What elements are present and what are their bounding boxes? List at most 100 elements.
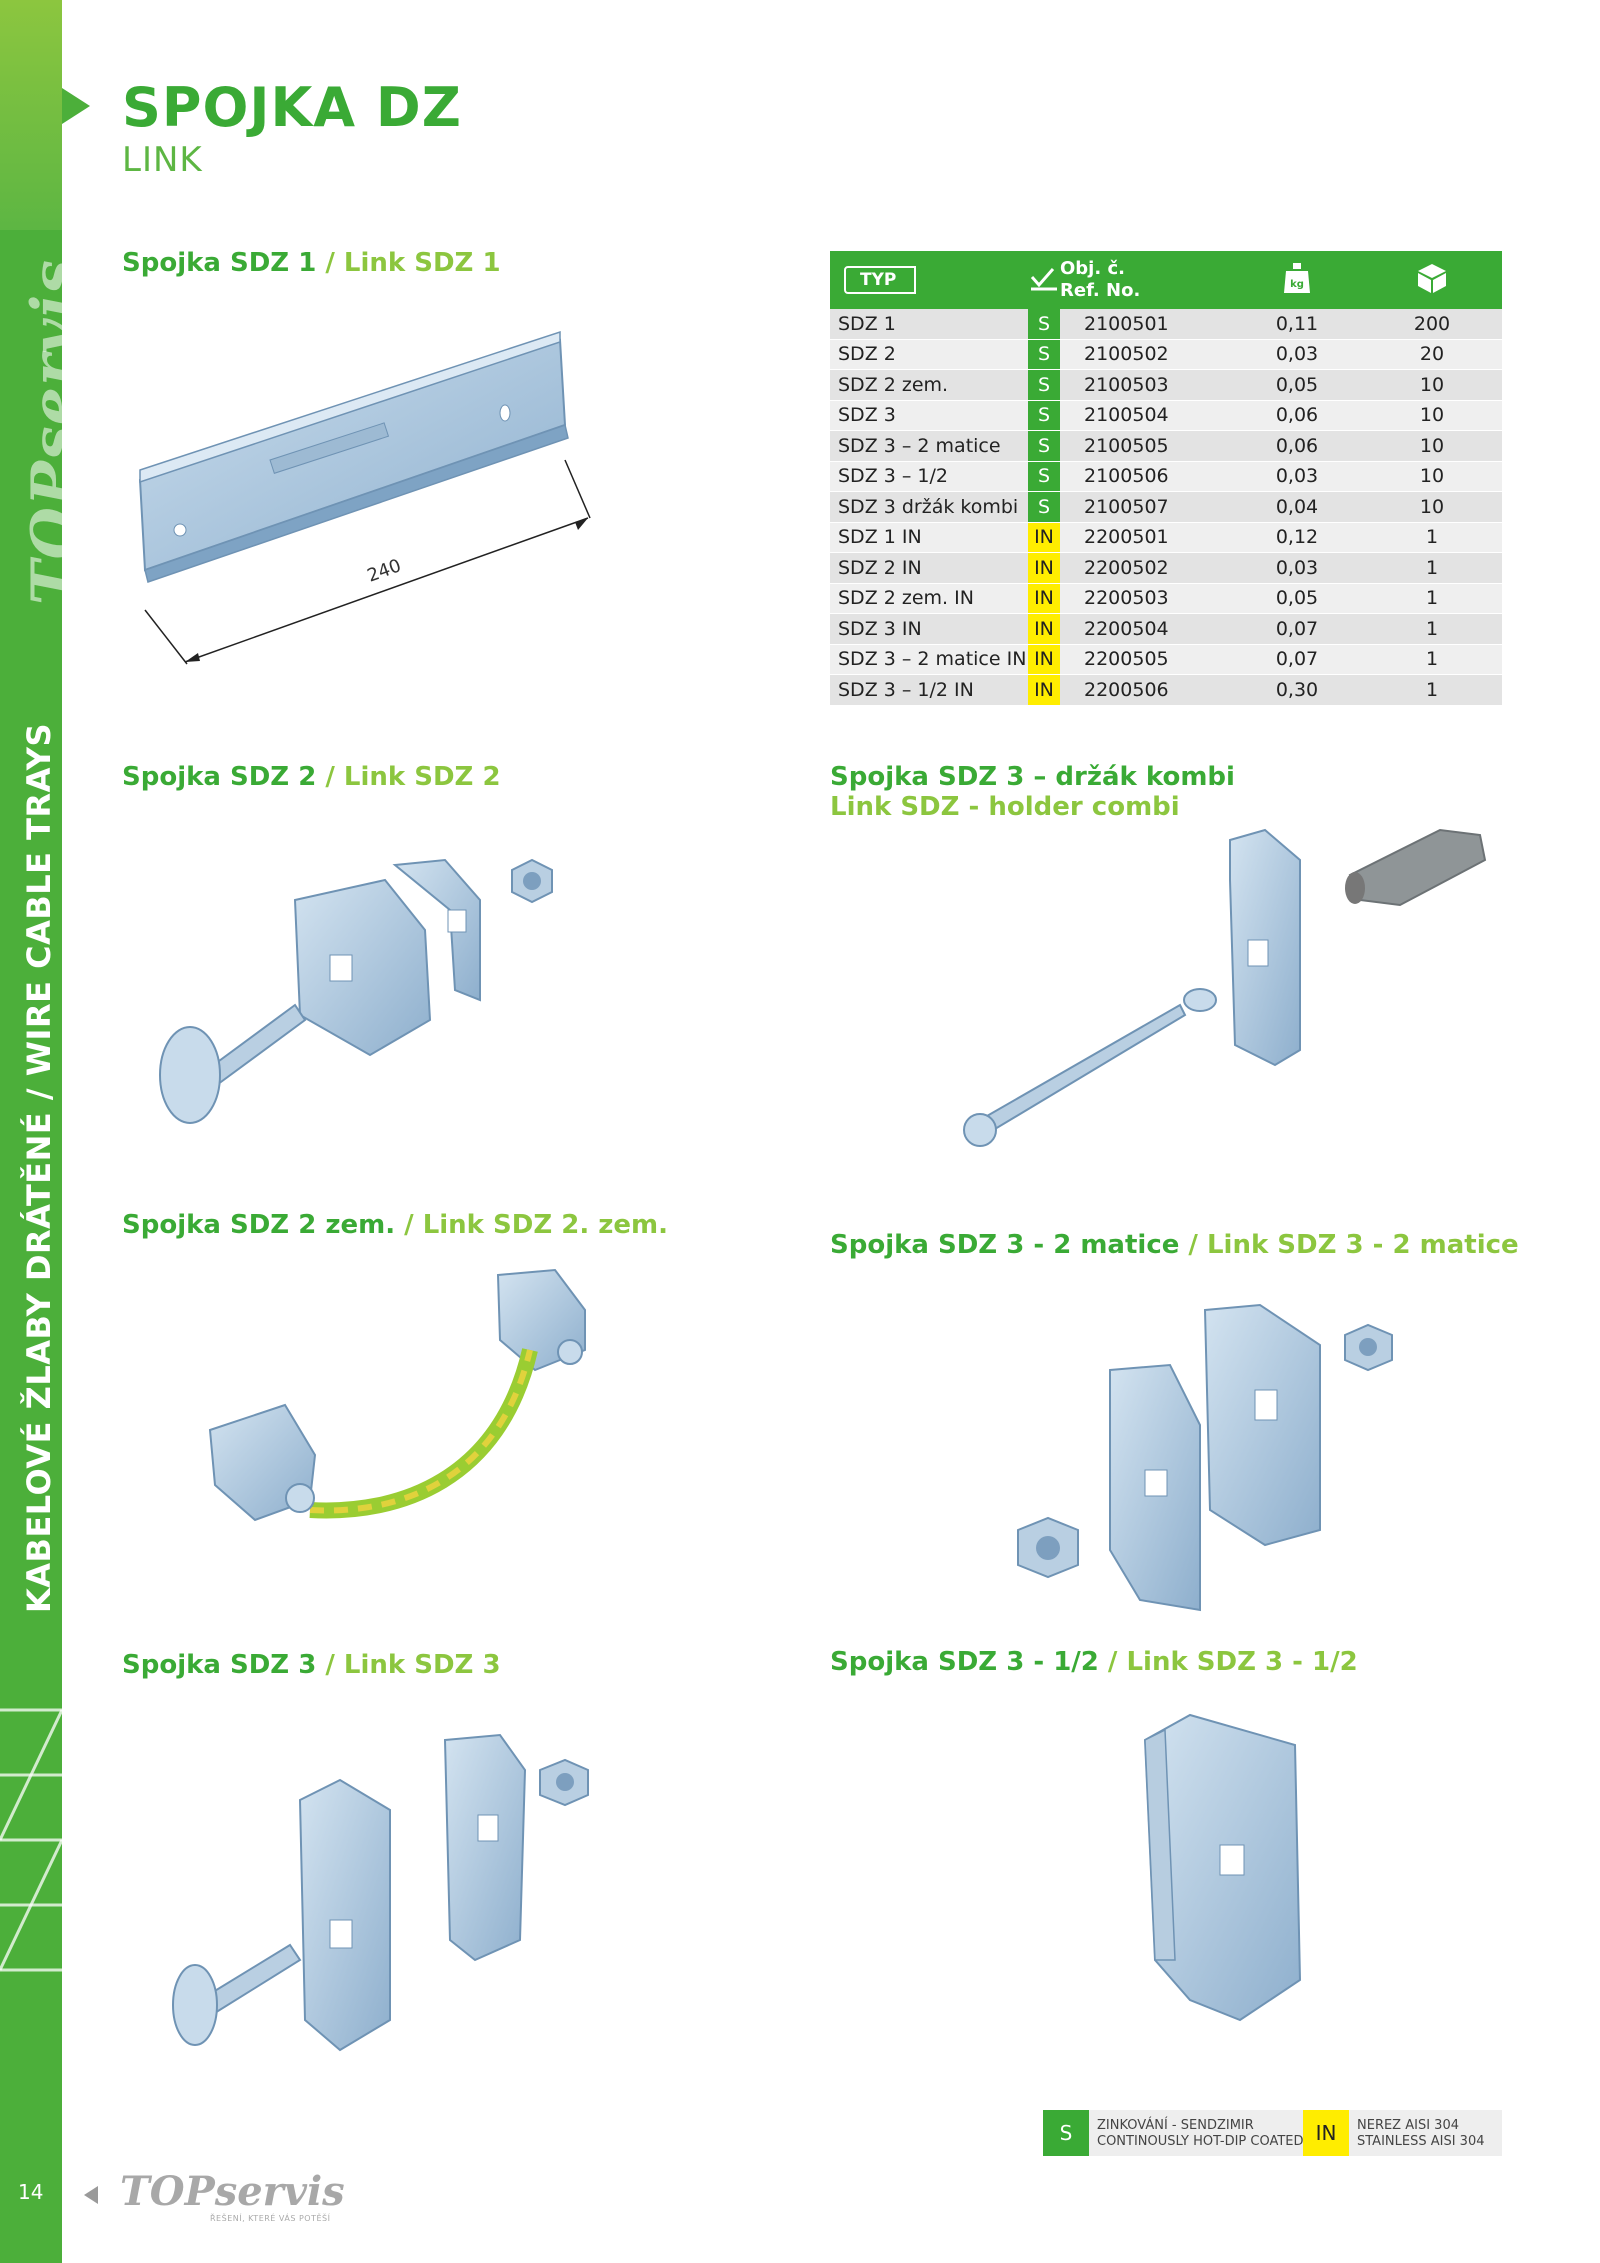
heading-cz: Spojka SDZ 3 – držák kombi — [830, 762, 1235, 792]
legend-s-text: ZINKOVÁNÍ - SENDZIMIR CONTINOUSLY HOT-DI… — [1097, 2118, 1304, 2150]
cell-weight: 0,06 — [1232, 430, 1362, 462]
sdz2-link-image — [159, 858, 553, 1124]
heading-cz: Spojka SDZ 3 - 1/2 — [830, 1647, 1099, 1677]
cell-name: SDZ 3 – 1/2 IN — [830, 674, 1028, 706]
cell-finish: S — [1028, 491, 1060, 523]
legend-in-line2: STAINLESS AISI 304 — [1357, 2134, 1485, 2149]
legend-s-line1: ZINKOVÁNÍ - SENDZIMIR — [1097, 2118, 1254, 2133]
cell-ref: 2100502 — [1060, 339, 1232, 370]
cell-ref: 2100503 — [1060, 369, 1232, 401]
cell-pieces: 1 — [1362, 552, 1502, 584]
footer-slogan: ŘEŠENÍ, KTERÉ VÁS POTĚŠÍ — [210, 2214, 331, 2223]
cell-weight: 0,04 — [1232, 491, 1362, 523]
dimension-label: 240 — [365, 555, 404, 586]
cell-pieces: 10 — [1362, 369, 1502, 401]
cell-finish: IN — [1028, 613, 1060, 645]
cell-weight: 0,03 — [1232, 339, 1362, 370]
cell-weight: 0,12 — [1232, 522, 1362, 553]
cell-ref: 2200505 — [1060, 644, 1232, 675]
page-title: SPOJKA DZ — [122, 76, 462, 139]
package-box-icon — [1418, 263, 1446, 293]
cell-name: SDZ 2 — [830, 339, 1028, 370]
side-band — [0, 0, 62, 2263]
cell-ref: 2200506 — [1060, 674, 1232, 706]
legend-in-text: NEREZ AISI 304 STAINLESS AISI 304 — [1357, 2118, 1485, 2150]
sdz2-zem-image — [208, 1268, 586, 1522]
cell-finish: IN — [1028, 644, 1060, 675]
cell-name: SDZ 2 zem. — [830, 369, 1028, 401]
cell-name: SDZ 2 IN — [830, 552, 1028, 584]
cell-name: SDZ 3 – 1/2 — [830, 461, 1028, 492]
cell-finish: S — [1028, 369, 1060, 401]
section-heading-sdz3: Spojka SDZ 3 / Link SDZ 3 — [122, 1650, 501, 1680]
cell-weight: 0,07 — [1232, 644, 1362, 675]
cell-weight: 0,03 — [1232, 552, 1362, 584]
cell-weight: 0,05 — [1232, 583, 1362, 614]
cell-weight: 0,03 — [1232, 461, 1362, 492]
section-heading-sdz3-2matice: Spojka SDZ 3 - 2 matice / Link SDZ 3 - 2… — [830, 1230, 1519, 1260]
sdz3-link-image — [172, 1733, 589, 2052]
cell-pieces: 20 — [1362, 339, 1502, 370]
cell-ref: 2200501 — [1060, 522, 1232, 553]
cell-name: SDZ 3 – 2 matice — [830, 430, 1028, 462]
ref-head-en: Ref. No. — [1060, 280, 1141, 301]
cell-finish: IN — [1028, 583, 1060, 614]
cell-finish: IN — [1028, 552, 1060, 584]
cell-name: SDZ 3 — [830, 400, 1028, 431]
cell-finish: IN — [1028, 674, 1060, 706]
heading-en: / Link SDZ 2. zem. — [395, 1210, 668, 1240]
cell-weight: 0,30 — [1232, 674, 1362, 706]
ref-head-cz: Obj. č. — [1060, 258, 1125, 279]
section-heading-sdz2-zem: Spojka SDZ 2 zem. / Link SDZ 2. zem. — [122, 1210, 668, 1240]
footer-logo: TOPservis — [120, 2168, 345, 2215]
cell-name: SDZ 1 IN — [830, 522, 1028, 553]
col-typ: TYP — [830, 251, 1028, 309]
cell-finish: S — [1028, 400, 1060, 431]
cell-name: SDZ 3 – 2 matice IN — [830, 644, 1028, 675]
cell-pieces: 200 — [1362, 309, 1502, 340]
cell-pieces: 1 — [1362, 674, 1502, 706]
sdz1-link-image: 240 — [138, 330, 591, 665]
sdz3-kombi-image — [963, 828, 1487, 1147]
cell-finish: S — [1028, 339, 1060, 370]
legend-s-line2: CONTINOUSLY HOT-DIP COATED — [1097, 2134, 1304, 2149]
product-table: TYP Obj. č. Ref. No. kg — [830, 251, 1502, 706]
section-heading-sdz2: Spojka SDZ 2 / Link SDZ 2 — [122, 762, 501, 792]
cell-ref: 2100504 — [1060, 400, 1232, 431]
section-heading-sdz1: Spojka SDZ 1 / Link SDZ 1 — [122, 248, 501, 278]
weight-kg-icon: kg — [1284, 262, 1310, 293]
cell-weight: 0,05 — [1232, 369, 1362, 401]
cell-pieces: 1 — [1362, 522, 1502, 553]
cell-pieces: 1 — [1362, 583, 1502, 614]
finish-legend: S ZINKOVÁNÍ - SENDZIMIR CONTINOUSLY HOT-… — [1043, 2110, 1502, 2156]
cell-pieces: 1 — [1362, 613, 1502, 645]
legend-in-code: IN — [1303, 2110, 1349, 2156]
heading-cz: Spojka SDZ 3 - 2 matice — [830, 1230, 1180, 1260]
cell-finish: IN — [1028, 522, 1060, 553]
cell-finish: S — [1028, 430, 1060, 462]
side-band-top — [0, 0, 62, 230]
heading-en: / Link SDZ 2 — [316, 762, 501, 792]
title-arrow-marker — [62, 88, 90, 124]
typ-badge: TYP — [844, 266, 917, 294]
col-package — [1362, 251, 1502, 309]
heading-en: / Link SDZ 3 — [316, 1650, 501, 1680]
section-heading-sdz3-kombi: Spojka SDZ 3 – držák kombi Link SDZ - ho… — [830, 762, 1235, 822]
side-logo: TOPservis — [19, 258, 89, 605]
finish-check-icon — [1030, 267, 1057, 290]
heading-en: Link SDZ - holder combi — [830, 792, 1180, 822]
cell-ref: 2200502 — [1060, 552, 1232, 584]
page-subtitle: LINK — [122, 140, 203, 180]
heading-cz: Spojka SDZ 3 — [122, 1650, 317, 1680]
